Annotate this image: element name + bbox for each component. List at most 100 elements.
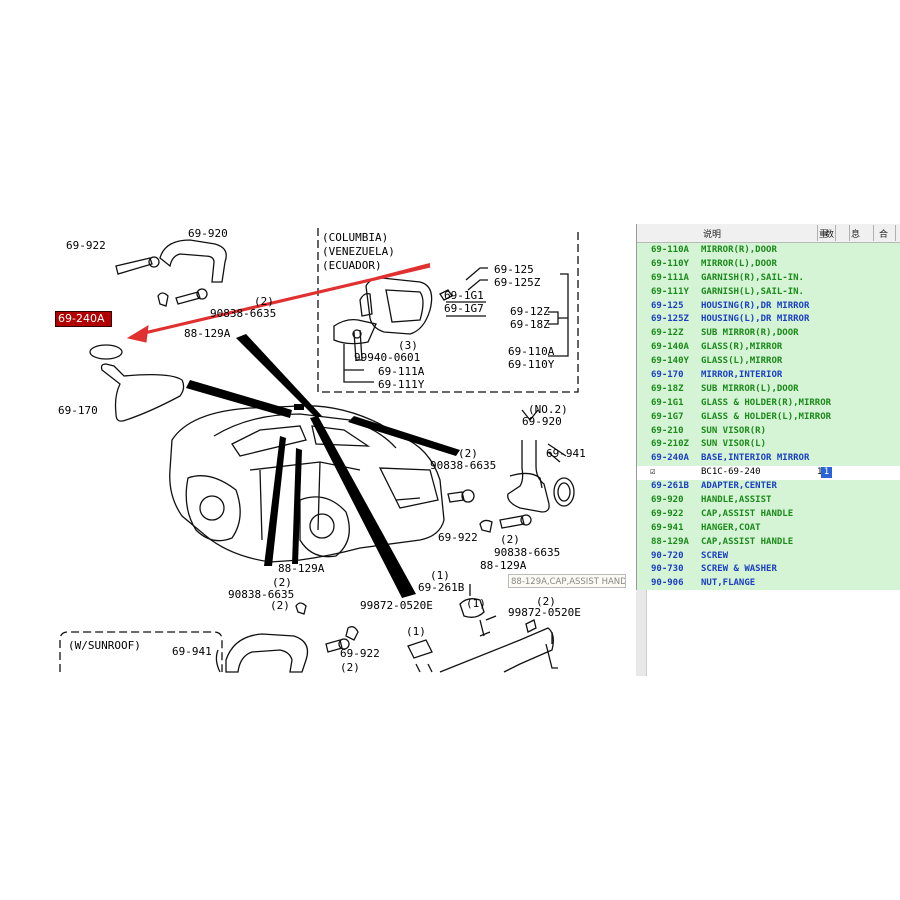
part-label[interactable]: 99872-0520E — [508, 606, 581, 619]
row-checkbox[interactable]: ☑ — [650, 467, 656, 478]
parts-row[interactable]: 69-140A GLASS(R),MIRROR — [637, 341, 900, 355]
part-label[interactable]: 69-922 — [340, 647, 380, 660]
column-header-quantity[interactable]: 数 — [825, 230, 835, 240]
part-label: (NO.2) — [528, 403, 568, 416]
part-label[interactable]: 88-129A — [480, 559, 527, 572]
highlighted-part-label[interactable]: 69-240A — [55, 311, 112, 327]
part-label[interactable]: 90838-6635 — [228, 588, 295, 601]
no2-handle-drawing — [507, 440, 550, 513]
column-header-total[interactable]: 合 — [879, 230, 889, 240]
part-label[interactable]: 69-941 — [546, 447, 586, 460]
part-code: 69-110Y — [651, 258, 689, 269]
part-label: (2) — [254, 295, 274, 308]
part-label[interactable]: 90838-6635 — [494, 546, 561, 559]
leader-wedge-5 — [292, 448, 302, 564]
part-label[interactable]: 69-922 — [66, 239, 106, 252]
part-description: MIRROR(R),DOOR — [701, 245, 777, 255]
part-code: 90-720 — [651, 550, 684, 561]
part-label[interactable]: 69-125Z — [494, 276, 541, 289]
part-description: ADAPTER,CENTER — [701, 481, 777, 492]
part-label[interactable]: 69-111A — [378, 365, 425, 378]
part-label[interactable]: 69-18Z — [510, 318, 550, 331]
part-label[interactable]: 90838-6635 — [210, 307, 277, 320]
part-code: 69-18Z — [651, 383, 684, 394]
column-header-weight[interactable]: 重 — [819, 230, 829, 240]
part-description: HANGER,COAT — [701, 522, 761, 533]
quantity-value: 1 — [817, 467, 823, 478]
part-label[interactable]: 99872-0520E — [360, 599, 433, 612]
part-description: SCREW — [701, 550, 729, 561]
part-number-field[interactable]: BC1C-69-240 — [701, 467, 761, 478]
parts-row-editing[interactable]: ☑ BC1C-69-240 1 1 — [637, 466, 900, 481]
part-label[interactable]: 99940-0601 — [354, 351, 421, 364]
parts-row[interactable]: 69-110A MIRROR(R),DOOR — [637, 244, 900, 258]
part-label[interactable]: 69-922 — [438, 531, 478, 544]
part-label[interactable]: 69-170 — [58, 404, 98, 417]
part-description: CAP,ASSIST HANDLE — [701, 536, 794, 547]
part-label: (1) — [406, 625, 426, 638]
part-label[interactable]: 88-129A — [184, 327, 231, 340]
parts-row[interactable]: 88-129A CAP,ASSIST HANDLE — [637, 536, 900, 550]
part-code: 69-922 — [651, 508, 684, 519]
interior-mirror-drawing — [100, 363, 185, 422]
part-label[interactable]: 69-125 — [494, 263, 534, 276]
part-label[interactable]: 69-1G1 — [444, 289, 484, 302]
part-description: NUT,FLANGE — [701, 578, 756, 589]
part-code: 88-129A — [651, 536, 689, 547]
part-code: 69-111A — [651, 272, 689, 283]
parts-row[interactable]: 69-18Z SUB MIRROR(L),DOOR — [637, 383, 900, 397]
part-label[interactable]: 69-941 — [172, 645, 212, 658]
part-label: (1) — [466, 597, 486, 610]
part-description: GARNISH(L),SAIL-IN. — [701, 286, 804, 297]
parts-list-header: 说明 重 数 息 合 — [637, 224, 900, 243]
leader-wedge-3 — [310, 416, 416, 598]
part-label[interactable]: 69-110Y — [508, 358, 555, 371]
part-label: (2) — [340, 661, 360, 674]
part-label[interactable]: 69-1G7 — [444, 302, 484, 315]
part-label: (2) — [536, 595, 556, 608]
part-label: (1) — [430, 569, 450, 582]
part-label[interactable]: 69-111Y — [378, 378, 425, 391]
part-label: (2) — [272, 576, 292, 589]
part-label[interactable]: 90838-6635 — [430, 459, 497, 472]
part-label[interactable]: 88-129A — [278, 562, 325, 575]
part-description: SUB MIRROR(L),DOOR — [701, 383, 799, 394]
part-label[interactable]: 69-12Z — [510, 305, 550, 318]
part-label[interactable]: 69-110A — [508, 345, 555, 358]
parts-row[interactable]: 90-720 SCREW — [637, 550, 900, 564]
column-header-info[interactable]: 息 — [851, 230, 861, 240]
hover-tooltip: 88-129A,CAP,ASSIST HANDLE — [508, 574, 626, 588]
part-label[interactable]: 69-920 — [522, 415, 562, 428]
part-description: GLASS & HOLDER(L),MIRROR — [701, 411, 832, 422]
part-code: 69-140A — [651, 342, 689, 353]
part-label[interactable]: 69-261B — [418, 581, 465, 594]
part-description: MIRROR,INTERIOR — [701, 370, 783, 381]
part-code: 69-920 — [651, 495, 684, 506]
part-label[interactable]: 69-920 — [188, 227, 228, 240]
part-description: GLASS(R),MIRROR — [701, 342, 783, 353]
part-label: (2) — [458, 447, 478, 460]
quantity-input[interactable]: 1 — [821, 467, 832, 479]
column-header-description[interactable]: 说明 — [703, 230, 722, 240]
part-code: 69-110A — [651, 245, 689, 255]
sunroof-note: (W/SUNROOF) — [68, 639, 141, 652]
